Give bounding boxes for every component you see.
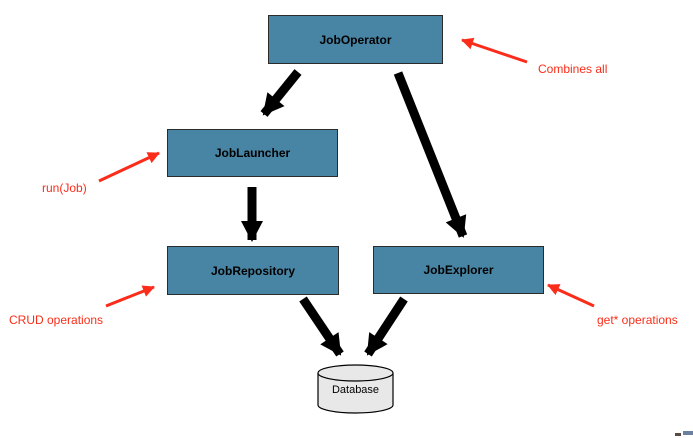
node-job-launcher-label: JobLauncher bbox=[214, 146, 291, 160]
database-cylinder bbox=[317, 364, 394, 414]
annotation-arrow-get-operations bbox=[547, 283, 595, 308]
edge-joboperator-to-joblauncher bbox=[260, 69, 302, 117]
annotation-run-job: run(Job) bbox=[42, 181, 87, 195]
annotation-combines-all: Combines all bbox=[538, 62, 608, 76]
node-job-repository-label: JobRepository bbox=[210, 263, 295, 278]
annotation-arrow-crud-operations bbox=[105, 285, 155, 308]
corner-mark-left bbox=[675, 433, 681, 436]
node-job-repository: JobRepository bbox=[167, 246, 339, 295]
annotation-get-operations: get* operations bbox=[597, 313, 678, 327]
annotation-arrow-run-job bbox=[98, 151, 160, 183]
node-job-operator: JobOperator bbox=[268, 15, 443, 64]
annotation-arrow-combines-all bbox=[461, 37, 528, 64]
edge-jobexplorer-to-database bbox=[364, 296, 408, 357]
edge-joboperator-to-jobexplorer bbox=[393, 71, 468, 238]
node-job-operator-label: JobOperator bbox=[319, 32, 392, 47]
edge-jobrepository-to-database bbox=[299, 296, 344, 357]
node-job-explorer-label: JobExplorer bbox=[423, 263, 494, 277]
database-label: Database bbox=[331, 384, 380, 396]
corner-mark-right bbox=[683, 431, 693, 435]
node-job-launcher: JobLauncher bbox=[167, 129, 338, 177]
node-job-explorer: JobExplorer bbox=[373, 246, 544, 294]
annotation-crud-operations: CRUD operations bbox=[9, 313, 104, 327]
